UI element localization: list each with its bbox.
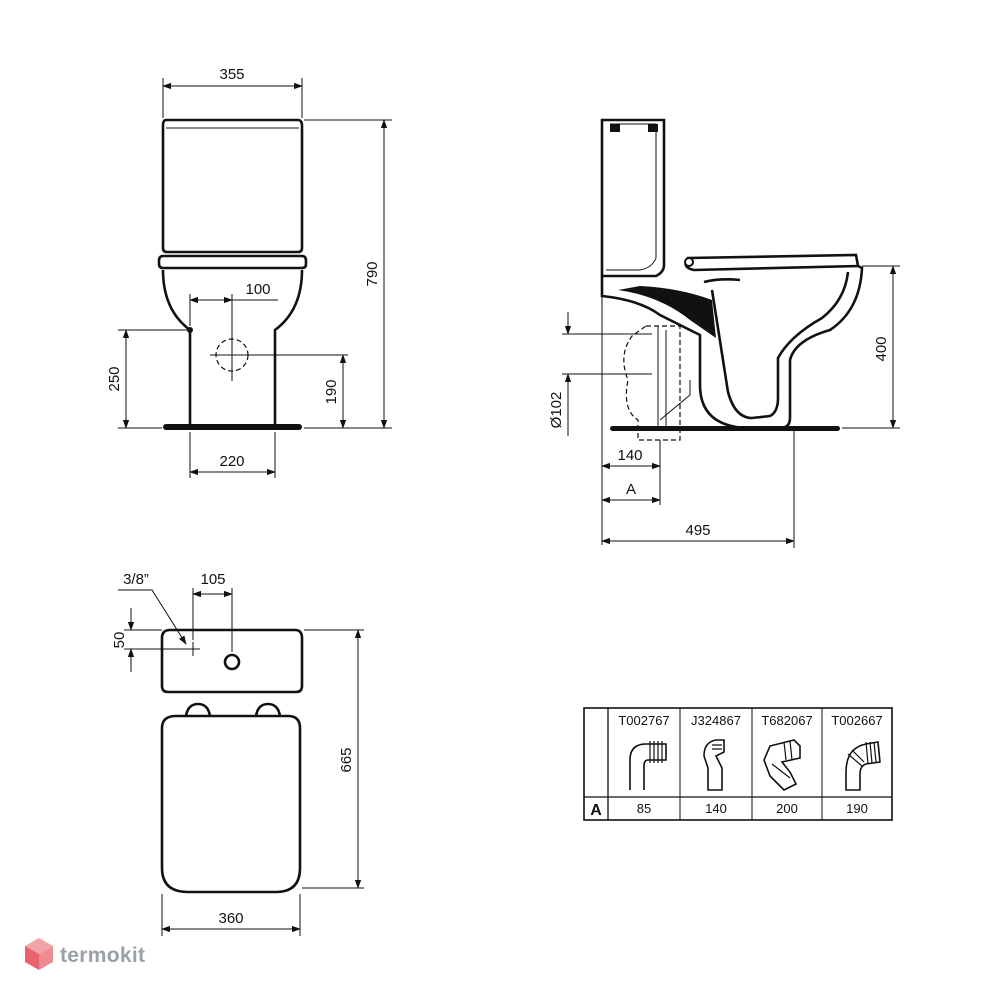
seat-hinge-icon: [684, 257, 694, 267]
side-outlet-pipe: [657, 326, 667, 430]
side-trapway: [618, 286, 716, 338]
dim-50-label: 50: [111, 632, 128, 649]
front-joint-band: [157, 254, 308, 270]
thread-leader: [118, 589, 187, 645]
thread-label: 3/8”: [123, 571, 149, 588]
side-floor-plate: [610, 426, 840, 431]
front-cistern: [161, 118, 304, 254]
side-cistern-lid-clip-left: [610, 124, 620, 132]
dim-790-label: 790: [364, 261, 381, 286]
dim-250-label: 250: [106, 366, 123, 391]
table-code-2: J324867: [691, 713, 741, 728]
dim-190-label: 190: [323, 379, 340, 404]
termokit-cube-logo-icon: [25, 938, 53, 970]
front-base-plate: [163, 424, 302, 430]
side-outlet-dashed: [623, 325, 681, 441]
side-outlet-bend: [659, 380, 691, 421]
table-row-label: A: [590, 802, 602, 819]
dim-355-label: 355: [219, 66, 244, 83]
side-cistern: [600, 118, 666, 278]
seat-hinge-left: [184, 702, 212, 717]
top-view: 3/8” 105 50 665 360: [111, 571, 364, 936]
water-inlet-point: [187, 327, 193, 333]
dim-105-label: 105: [200, 571, 225, 588]
dim-360-label: 360: [218, 910, 243, 927]
side-bowl-inner: [710, 271, 850, 420]
table-code-1: T002767: [618, 713, 669, 728]
side-rim-flush: [703, 278, 741, 284]
pan-connector-flexible-bend-icon: [845, 741, 881, 791]
dim-495-label: 495: [685, 522, 710, 539]
table-border: [583, 707, 893, 821]
dim-a-label: A: [626, 481, 636, 498]
dim-665-label: 665: [338, 747, 355, 772]
dim-140-label: 140: [617, 447, 642, 464]
dim-220-label: 220: [219, 453, 244, 470]
table-value-3: 200: [776, 801, 798, 816]
pan-connector-offset-icon: [703, 739, 725, 791]
side-view: 400 Ø102 140 A 495: [548, 118, 900, 548]
dim-100-label: 100: [245, 281, 270, 298]
dim-102-label: Ø102: [548, 392, 565, 429]
pan-connector-90-bend-icon: [629, 741, 667, 790]
table-value-4: 190: [846, 801, 868, 816]
top-cistern: [160, 628, 304, 694]
table-value-2: 140: [705, 801, 727, 816]
top-seat: [160, 714, 302, 894]
table-code-3: T682067: [761, 713, 812, 728]
table-value-1: 85: [637, 801, 651, 816]
side-cistern-inner: [606, 123, 657, 271]
table-code-4: T002667: [831, 713, 882, 728]
dim-400-label: 400: [873, 336, 890, 361]
seat-hinge-right: [254, 702, 282, 717]
pan-connector-adjustable-icon: [763, 739, 801, 791]
flush-button-hole: [223, 653, 241, 671]
connector-table: A T002767 J324867 T682067 T002667 85 140…: [583, 707, 893, 821]
side-cistern-lid-clip-right: [648, 124, 658, 132]
front-view: 355 790 100 250 190 220: [106, 66, 392, 478]
side-seat: [684, 253, 860, 272]
watermark-text: termokit: [60, 944, 146, 967]
